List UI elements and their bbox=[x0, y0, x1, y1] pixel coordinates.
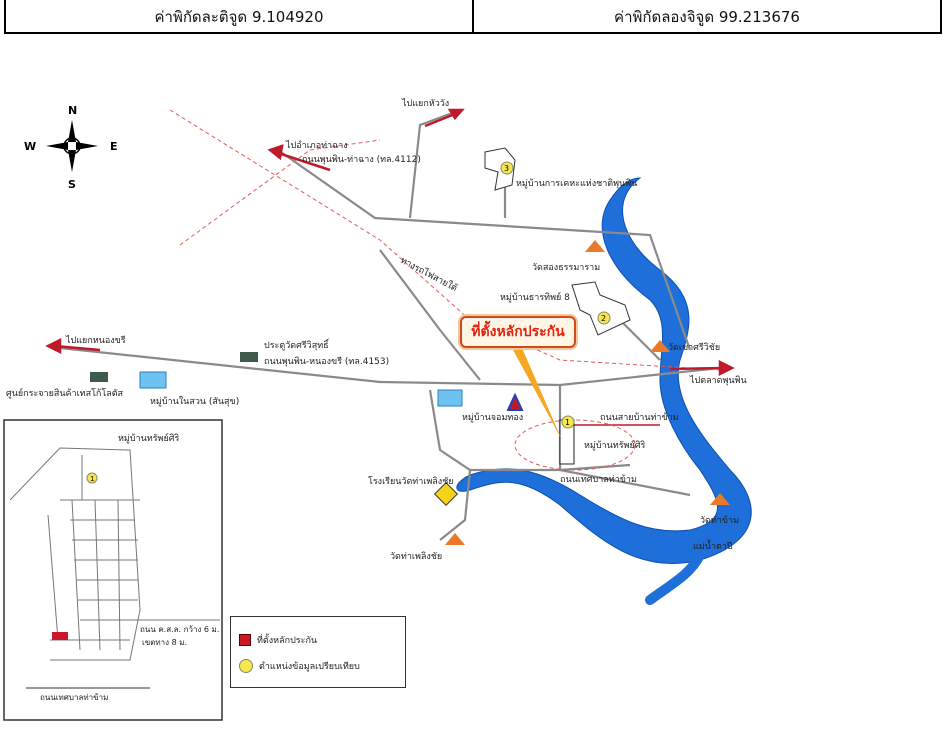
svg-text:1: 1 bbox=[565, 418, 570, 427]
label-temple-phloeng: วัดท่าเพลิงชัย bbox=[390, 551, 442, 562]
label-to-ban-na-san: ไปอำเภอท่าฉาง bbox=[285, 140, 348, 151]
label-village-3: หมู่บ้านการเคหะแห่งชาติพุนพิน bbox=[516, 178, 637, 189]
legend-reference-swatch bbox=[239, 659, 253, 673]
temple-icon-east bbox=[650, 340, 670, 352]
site-callout-text: ที่ตั้งหลักประกัน bbox=[471, 324, 565, 340]
inset-label-road2: เขตทาง 8 ม. bbox=[142, 638, 187, 647]
inset-label-bottom-road: ถนนเทศบาลท่าข้าม bbox=[40, 693, 108, 702]
compass-rose: N S W E bbox=[24, 104, 118, 191]
coordinate-table: ค่าพิกัดละติจูด 9.104920 ค่าพิกัดลองจิจู… bbox=[4, 0, 942, 34]
label-market: ศูนย์กระจายสินค้าเทสโก้โลตัส bbox=[6, 387, 124, 399]
callout-pointer bbox=[512, 348, 562, 440]
site-callout-box: ที่ตั้งหลักประกัน bbox=[460, 316, 576, 348]
label-village-garden: หมู่บ้านในสวน (สันสุข) bbox=[150, 396, 239, 407]
temple-icon-thakham bbox=[710, 493, 730, 505]
legend-row-reference: ตำแหน่งข้อมูลเปรียบเทียบ bbox=[239, 659, 360, 673]
label-temple-tha-kham: วัดท่าข้าม bbox=[700, 515, 739, 526]
label-village-1: หมู่บ้านทรัพย์ศิริ bbox=[584, 439, 645, 451]
legend-site-swatch bbox=[239, 634, 251, 646]
inset-label-road: ถนน ค.ส.ล. กว้าง 6 ม. bbox=[140, 625, 219, 634]
site-radius bbox=[514, 419, 636, 471]
svg-text:1: 1 bbox=[90, 475, 94, 483]
inset-label-village: หมู่บ้านทรัพย์ศิริ bbox=[118, 432, 179, 444]
legend-row-site: ที่ตั้งหลักประกัน bbox=[239, 633, 317, 647]
label-village-center: หมู่บ้านจอมทอง bbox=[462, 412, 523, 423]
svg-text:2: 2 bbox=[601, 314, 606, 323]
marker-1: 1 bbox=[561, 415, 575, 429]
market-icon bbox=[90, 372, 108, 382]
compass-n: N bbox=[68, 104, 77, 117]
direction-arrows bbox=[45, 108, 735, 377]
compass-w: W bbox=[24, 140, 36, 153]
school-sign-icon bbox=[433, 481, 459, 507]
label-road-bottom: ถนนเทศบาลท่าข้าม bbox=[560, 474, 637, 485]
marker-3: 3 bbox=[500, 161, 514, 175]
longitude-cell: ค่าพิกัดลองจิจูด 99.213676 bbox=[472, 0, 940, 32]
label-to-khlong: ไปตลาดพุนพิน bbox=[689, 375, 747, 386]
label-school-gate: ประตูวัดศรีวิสุทธิ์ bbox=[264, 338, 330, 351]
label-temple-east: วัดเขาศรีวิชัย bbox=[668, 342, 720, 353]
legend-reference-label: ตำแหน่งข้อมูลเปรียบเทียบ bbox=[259, 662, 360, 672]
village-center-icon bbox=[437, 389, 463, 407]
label-to-surat: ไปแยกหัววัง bbox=[401, 98, 449, 109]
factory-icon bbox=[240, 352, 258, 362]
temple-icon-phloeng bbox=[445, 533, 465, 545]
label-road-branch: ถนนสายบ้านท่าข้าม bbox=[600, 412, 679, 423]
railway-line bbox=[169, 109, 721, 371]
village-2-outline bbox=[571, 281, 631, 336]
label-road-4153: ถนนพุนพิน-หนองขรี (ทล.4153) bbox=[264, 356, 389, 367]
gas-station-icon bbox=[506, 392, 524, 411]
legend-site-label: ที่ตั้งหลักประกัน bbox=[257, 636, 318, 646]
map-legend: ที่ตั้งหลักประกัน ตำแหน่งข้อมูลเปรียบเที… bbox=[230, 616, 406, 688]
temple-icon-north bbox=[585, 240, 605, 252]
label-temple-north: วัดสองธรรมาราม bbox=[532, 263, 600, 273]
label-school: โรงเรียนวัดท่าเพลิงชัย bbox=[368, 476, 454, 487]
label-river: แม่น้ำตาปี bbox=[693, 539, 733, 552]
compass-e: E bbox=[110, 140, 118, 153]
marker-2: 2 bbox=[597, 311, 611, 325]
label-to-nong-kham: ไปแยกหนองขรี bbox=[65, 335, 126, 346]
label-village-2: หมู่บ้านธารทิพย์ 8 bbox=[500, 291, 570, 303]
river bbox=[456, 177, 752, 565]
compass-s: S bbox=[68, 178, 76, 191]
latitude-cell: ค่าพิกัดละติจูด 9.104920 bbox=[154, 8, 324, 26]
inset-map: 1 หมู่บ้านทรัพย์ศิริ ถนน ค.ส.ล. กว้าง 6 … bbox=[3, 419, 223, 721]
svg-text:3: 3 bbox=[504, 164, 509, 173]
village-3-outline bbox=[484, 147, 516, 191]
village-garden-icon bbox=[139, 371, 167, 389]
label-road-4112: ถนนพุนพิน-ท่าฉาง (ทล.4112) bbox=[302, 154, 421, 165]
